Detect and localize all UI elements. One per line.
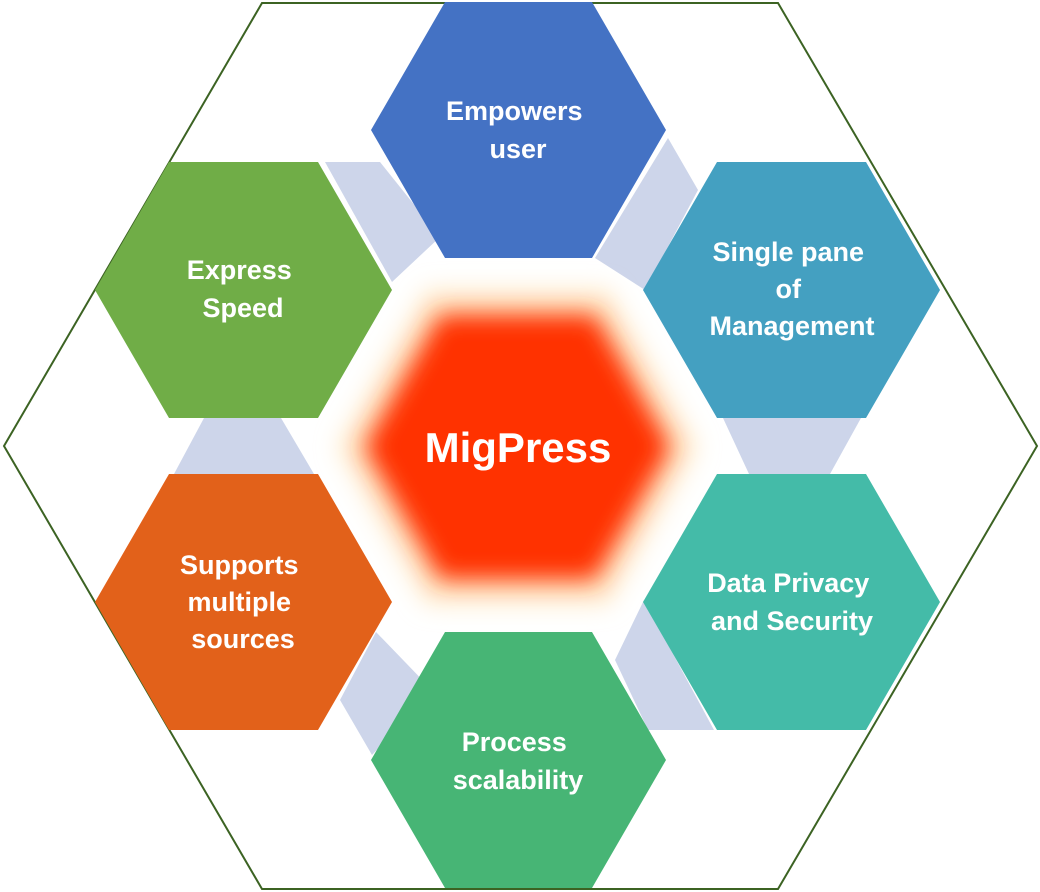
connector-data-privacy-to-process	[615, 600, 714, 730]
connector-empowers-to-single-pane	[595, 138, 698, 290]
process-scalability-label: Process scalability	[453, 727, 584, 795]
process-scalability-label-line-2: scalability	[453, 765, 584, 795]
connector-single-pane-to-data-privacy	[723, 418, 861, 474]
feature-data-privacy: Data Privacy and Security	[643, 474, 940, 730]
multiple-sources-label: Supports multiple sources	[180, 550, 306, 654]
connector-express-to-empowers	[325, 162, 440, 282]
express-speed-label-line-2: Speed	[202, 293, 283, 323]
multiple-sources-hexagon	[95, 474, 392, 730]
feature-process-scalability: Process scalability	[371, 632, 666, 888]
connector-bands	[174, 138, 861, 755]
express-speed-hexagon	[95, 162, 392, 418]
process-scalability-hexagon	[371, 632, 666, 888]
feature-empowers-user: Empowers user	[371, 2, 666, 258]
data-privacy-hexagon	[643, 474, 940, 730]
multiple-sources-label-line-2: multiple	[187, 587, 291, 617]
data-privacy-label-line-1: Data Privacy	[707, 568, 869, 598]
empowers-user-label-line-1: Empowers	[446, 96, 583, 126]
single-pane-label: Single pane of Management	[709, 237, 874, 341]
feature-hexagons: Empowers user Single pane of Management …	[95, 2, 940, 888]
multiple-sources-label-line-3: sources	[191, 624, 295, 654]
center-hexagon	[364, 314, 671, 580]
express-speed-label: Express Speed	[187, 255, 300, 323]
single-pane-label-line-3: Management	[709, 311, 874, 341]
empowers-user-label: Empowers user	[446, 96, 590, 164]
feature-express-speed: Express Speed	[95, 162, 392, 418]
single-pane-label-line-1: Single pane	[712, 237, 864, 267]
data-privacy-label: Data Privacy and Security	[707, 568, 877, 636]
multiple-sources-label-line-1: Supports	[180, 550, 299, 580]
process-scalability-label-line-1: Process	[462, 727, 567, 757]
connector-process-to-supports	[340, 632, 432, 755]
data-privacy-label-line-2: and Security	[711, 606, 873, 636]
empowers-user-hexagon	[371, 2, 666, 258]
center-migpress: MigPress	[338, 290, 697, 604]
feature-single-pane: Single pane of Management	[643, 162, 940, 418]
feature-multiple-sources: Supports multiple sources	[95, 474, 392, 730]
express-speed-label-line-1: Express	[187, 255, 292, 285]
center-label: MigPress	[425, 424, 612, 471]
single-pane-hexagon	[643, 162, 940, 418]
single-pane-label-line-2: of	[776, 274, 802, 304]
empowers-user-label-line-2: user	[489, 134, 547, 164]
connector-supports-to-express	[174, 418, 314, 474]
